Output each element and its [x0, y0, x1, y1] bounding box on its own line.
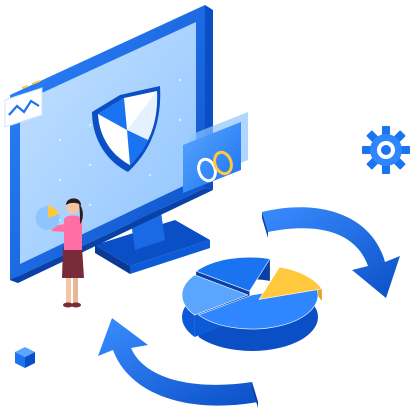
- pie-slice: [197, 284, 319, 330]
- link-card: [183, 112, 248, 193]
- pie-chart: [181, 256, 323, 352]
- woman-figure: [35, 198, 84, 308]
- cycle-arrow-top: [262, 207, 400, 298]
- line-chart-icon: [4, 80, 43, 128]
- shield-icon: [92, 86, 161, 172]
- gear-icon: [362, 126, 410, 174]
- pie-slice: [181, 274, 249, 316]
- cycle-arrow-bottom: [98, 318, 258, 406]
- pie-slice: [195, 256, 271, 292]
- cycle-arrow-icon: [98, 207, 400, 408]
- monitor: [10, 5, 213, 283]
- pie-slice: [258, 266, 323, 300]
- mini-pie-icon: [35, 205, 60, 230]
- cube-icon: [15, 347, 35, 368]
- pie-slice-side: [198, 284, 319, 352]
- link-icon: [197, 150, 233, 183]
